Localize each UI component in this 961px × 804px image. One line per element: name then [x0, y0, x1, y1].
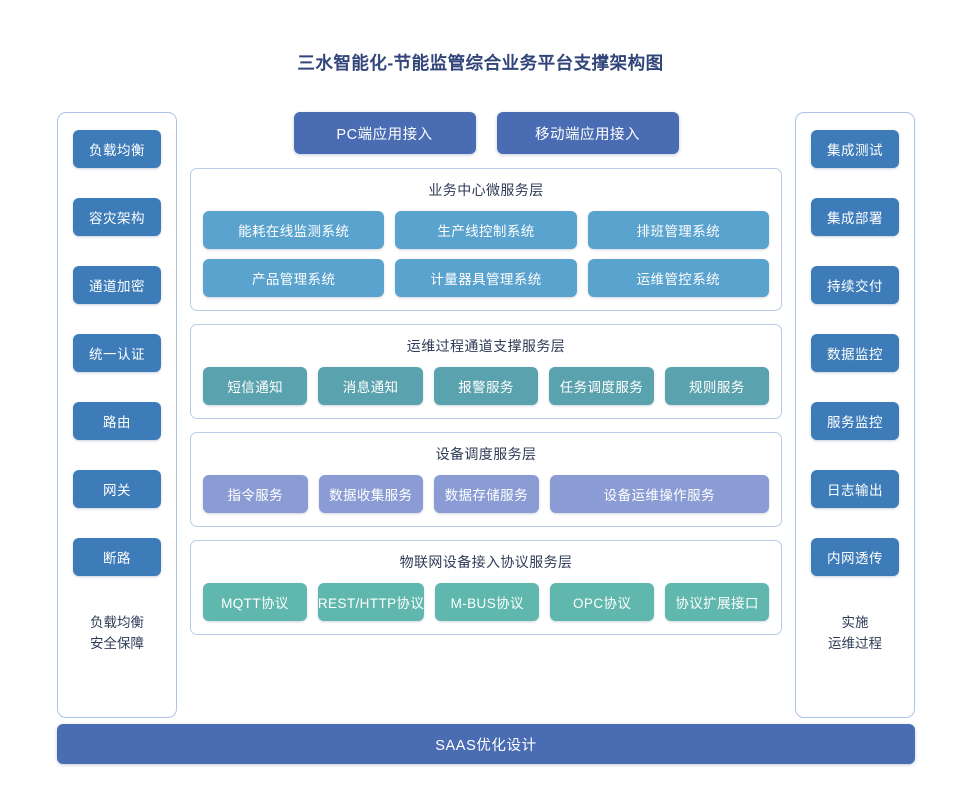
- side-item-tongyi-renzheng[interactable]: 统一认证: [73, 334, 161, 372]
- side-item-luyou[interactable]: 路由: [73, 402, 161, 440]
- saas-optimization-bar[interactable]: SAAS优化设计: [57, 724, 915, 764]
- chip-shift-management-system[interactable]: 排班管理系统: [587, 211, 769, 249]
- chip-data-collection-service[interactable]: 数据收集服务: [318, 475, 424, 513]
- layer-row: 指令服务 数据收集服务 数据存储服务 设备运维操作服务: [203, 475, 770, 513]
- chip-metering-device-management-system[interactable]: 计量器具管理系统: [395, 259, 577, 297]
- access-bar-pc[interactable]: PC端应用接入: [293, 112, 476, 154]
- side-item-rongzai-jiagou[interactable]: 容灾架构: [73, 198, 161, 236]
- layer-title-protocol: 物联网设备接入协议服务层: [399, 554, 573, 570]
- side-item-tongdao-jiami[interactable]: 通道加密: [73, 266, 161, 304]
- left-column-footer: 负载均衡 安全保障: [90, 612, 144, 654]
- chip-opc-protocol[interactable]: OPC协议: [550, 583, 655, 621]
- side-item-jicheng-ceshi[interactable]: 集成测试: [811, 130, 899, 168]
- chip-ops-control-system[interactable]: 运维管控系统: [587, 259, 769, 297]
- chip-energy-monitor-system[interactable]: 能耗在线监测系统: [203, 211, 385, 249]
- layer-row: MQTT协议 REST/HTTP协议 M-BUS协议 OPC协议 协议扩展接口: [203, 583, 770, 621]
- side-item-wangguan[interactable]: 网关: [73, 470, 161, 508]
- layer-business-center: 业务中心微服务层 能耗在线监测系统 生产线控制系统 排班管理系统 产品管理系统 …: [190, 168, 782, 311]
- layer-ops-support: 运维过程通道支撑服务层 短信通知 消息通知 报警服务 任务调度服务 规则服务: [190, 324, 782, 419]
- left-footer-line-2: 安全保障: [90, 636, 144, 651]
- layer-device-scheduling: 设备调度服务层 指令服务 数据收集服务 数据存储服务 设备运维操作服务: [190, 432, 782, 527]
- application-access-row: PC端应用接入 移动端应用接入: [190, 112, 782, 154]
- right-footer-line-2: 运维过程: [828, 636, 882, 651]
- chip-product-management-system[interactable]: 产品管理系统: [203, 259, 385, 297]
- side-item-chixu-jiaofu[interactable]: 持续交付: [811, 266, 899, 304]
- layer-row: 短信通知 消息通知 报警服务 任务调度服务 规则服务: [203, 367, 770, 405]
- layer-title-device: 设备调度服务层: [435, 446, 537, 462]
- chip-mqtt-protocol[interactable]: MQTT协议: [203, 583, 307, 621]
- chip-production-line-control-system[interactable]: 生产线控制系统: [395, 211, 577, 249]
- side-item-shuju-jiankong[interactable]: 数据监控: [811, 334, 899, 372]
- side-item-duanlu[interactable]: 断路: [73, 538, 161, 576]
- chip-rule-service[interactable]: 规则服务: [664, 367, 770, 405]
- left-footer-line-1: 负载均衡: [90, 615, 144, 630]
- side-item-jicheng-bushu[interactable]: 集成部署: [811, 198, 899, 236]
- chip-sms-notification[interactable]: 短信通知: [203, 367, 308, 405]
- side-item-fuwu-jiankong[interactable]: 服务监控: [811, 402, 899, 440]
- layer-title-business: 业务中心微服务层: [428, 182, 544, 198]
- chip-task-scheduling-service[interactable]: 任务调度服务: [549, 367, 654, 405]
- side-item-rizhi-shuchu[interactable]: 日志输出: [811, 470, 899, 508]
- chip-command-service[interactable]: 指令服务: [203, 475, 308, 513]
- architecture-diagram: 负载均衡 容灾架构 通道加密 统一认证 路由 网关 断路 负载均衡 安全保障 P…: [57, 112, 915, 780]
- right-column-footer: 实施 运维过程: [828, 612, 882, 654]
- chip-device-ops-operation-service[interactable]: 设备运维操作服务: [549, 475, 770, 513]
- right-devops-column: 集成测试 集成部署 持续交付 数据监控 服务监控 日志输出 内网透传 实施 运维…: [795, 112, 915, 718]
- access-bar-mobile[interactable]: 移动端应用接入: [496, 112, 679, 154]
- right-footer-line-1: 实施: [841, 615, 869, 630]
- page-title: 三水智能化-节能监管综合业务平台支撑架构图: [297, 53, 664, 73]
- side-item-neiwang-touchuan[interactable]: 内网透传: [811, 538, 899, 576]
- center-stack: PC端应用接入 移动端应用接入 业务中心微服务层 能耗在线监测系统 生产线控制系…: [190, 112, 782, 718]
- side-item-fuzai-junheng[interactable]: 负载均衡: [73, 130, 161, 168]
- layer-iot-protocol: 物联网设备接入协议服务层 MQTT协议 REST/HTTP协议 M-BUS协议 …: [190, 540, 782, 635]
- chip-mbus-protocol[interactable]: M-BUS协议: [435, 583, 540, 621]
- layer-title-support: 运维过程通道支撑服务层: [406, 338, 566, 354]
- layer-row: 能耗在线监测系统 生产线控制系统 排班管理系统: [203, 211, 769, 249]
- chip-rest-http-protocol[interactable]: REST/HTTP协议: [317, 583, 425, 621]
- chip-message-notification[interactable]: 消息通知: [318, 367, 423, 405]
- layer-row: 产品管理系统 计量器具管理系统 运维管控系统: [203, 259, 769, 297]
- chip-data-storage-service[interactable]: 数据存储服务: [434, 475, 539, 513]
- left-capability-column: 负载均衡 容灾架构 通道加密 统一认证 路由 网关 断路 负载均衡 安全保障: [57, 112, 177, 718]
- chip-protocol-extension-interface[interactable]: 协议扩展接口: [665, 583, 770, 621]
- chip-alarm-service[interactable]: 报警服务: [433, 367, 539, 405]
